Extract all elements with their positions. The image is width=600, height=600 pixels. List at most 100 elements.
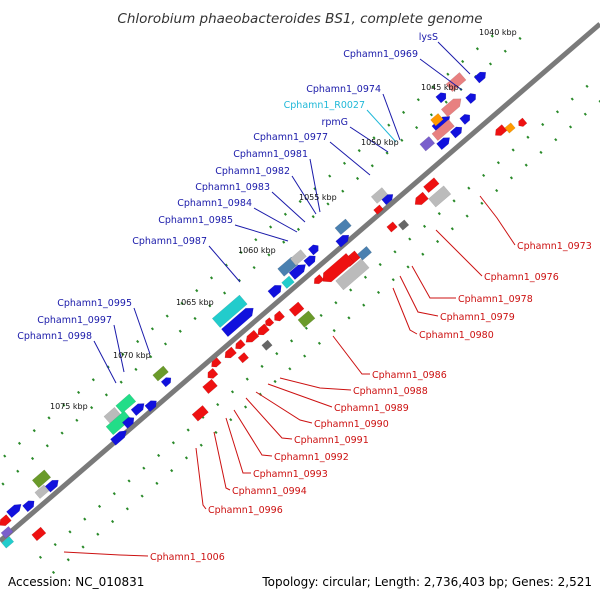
tick-mark [303,354,307,358]
gene-glyph-top-17 [277,256,299,277]
leader-line-bottom-1 [435,229,483,277]
gene-label-0977[interactable]: Cphamn1_0977 [253,132,328,143]
tick-mark [60,431,64,435]
gene-glyph-bottom-17 [245,329,260,343]
gene-label-lyss[interactable]: lysS [419,32,438,43]
gene-label-0989[interactable]: Cphamn1_0989 [334,403,409,414]
gene-label-0990[interactable]: Cphamn1_0990 [314,419,389,430]
map-title: Chlorobium phaeobacteroides BS1, complet… [117,11,482,27]
gene-glyph-bottom-0 [495,124,508,136]
leader-line-top-5 [329,141,371,176]
gene-label-0974[interactable]: Cphamn1_0974 [306,84,381,95]
tick-mark [239,250,243,255]
tick-mark [38,555,43,559]
gene-glyph-bottom-18 [257,323,270,336]
tick-mark [136,339,140,344]
gene-label-0988[interactable]: Cphamn1_0988 [353,386,428,397]
tick-mark [66,558,70,562]
tick-mark [216,402,220,407]
tick-mark [570,97,574,101]
tick-mark [224,263,228,267]
gene-label-0992[interactable]: Cphamn1_0992 [274,452,349,463]
tick-mark [243,405,248,409]
gene-glyph-top-24 [211,294,248,328]
tick-mark [125,507,129,511]
gene-glyph-top-27 [160,377,172,388]
tick-mark [214,430,218,435]
tick-mark [260,364,264,368]
tick-mark [298,199,302,204]
gene-glyph-bottom-4 [423,177,440,194]
gene-label-r0027[interactable]: Cphamn1_R0027 [284,100,365,111]
gene-glyph-bottom-21 [237,352,250,364]
tick-mark [415,125,419,130]
leader-line-top-10 [234,224,289,242]
gene-label-0983[interactable]: Cphamn1_0983 [195,182,270,193]
gene-label-0969[interactable]: Cphamn1_0969 [343,49,418,60]
gene-label-0982[interactable]: Cphamn1_0982 [215,166,290,177]
tick-mark [431,85,435,89]
tick-mark [370,164,374,168]
tick-mark [475,47,480,51]
gene-label-0998[interactable]: Cphamn1_0998 [17,331,92,342]
tick-mark [526,135,530,139]
tick-mark [461,59,465,64]
leader-line-top-7 [291,175,317,215]
gene-label-rpmg[interactable]: rpmG [321,117,348,128]
kbp-marker: 1070 kbp [113,351,151,360]
tick-mark [186,428,190,432]
gene-glyph-top-6 [419,136,436,152]
tick-mark [385,151,389,155]
tick-mark [111,519,115,524]
leader-line-bottom-0 [479,195,516,246]
tick-mark [288,367,292,371]
gene-label-0985[interactable]: Cphamn1_0985 [158,215,233,226]
tick-mark [150,327,155,331]
gene-glyph-bottom-27 [31,526,47,542]
gene-label-0993[interactable]: Cphamn1_0993 [253,469,328,480]
tick-mark [267,253,271,257]
tick-mark [541,122,545,127]
gene-label-0996[interactable]: Cphamn1_0996 [208,505,283,516]
gene-glyph-bottom-12 [313,274,325,285]
gene-label-0978[interactable]: Cphamn1_0978 [458,294,533,305]
label-leader-layer [63,41,516,557]
gene-label-1006[interactable]: Cphamn1_1006 [150,552,225,563]
tick-mark [96,532,100,536]
tick-mark [30,456,35,461]
tick-mark [45,444,49,448]
gene-label-0997[interactable]: Cphamn1_0997 [37,315,112,326]
gene-label-0987[interactable]: Cphamn1_0987 [132,236,207,247]
gene-glyph-top-11 [459,114,471,125]
gene-label-0973[interactable]: Cphamn1_0973 [517,241,592,252]
tick-mark [178,329,182,333]
gene-glyph-top-13 [373,204,384,215]
gene-label-0994[interactable]: Cphamn1_0994 [232,486,307,497]
gene-glyph-bottom-24 [202,378,218,395]
tick-mark [3,454,7,458]
tick-mark [372,136,376,140]
gene-label-0976[interactable]: Cphamn1_0976 [484,272,559,283]
gene-label-0984[interactable]: Cphamn1_0984 [177,198,252,209]
tick-mark [121,352,125,356]
tick-mark [539,150,543,154]
gene-label-0995[interactable]: Cphamn1_0995 [57,298,132,309]
tick-mark [363,275,368,279]
gene-label-0981[interactable]: Cphamn1_0981 [233,149,308,160]
tick-mark [583,112,587,116]
leader-line-bottom-2 [411,265,456,299]
gene-glyph-top-25 [221,307,254,338]
tick-mark [362,303,366,307]
gene-glyph-bottom-10 [322,252,355,283]
leader-line-bottom-8 [255,391,313,424]
gene-glyph-top-8 [430,113,444,127]
tick-mark [436,239,440,244]
gene-label-0986[interactable]: Cphamn1_0986 [372,370,447,381]
tick-mark [170,469,174,473]
gene-label-0991[interactable]: Cphamn1_0991 [294,435,369,446]
leader-line-bottom-4 [392,287,418,335]
gene-label-0980[interactable]: Cphamn1_0980 [419,330,494,341]
gene-label-0979[interactable]: Cphamn1_0979 [440,312,515,323]
tick-mark [342,161,347,165]
